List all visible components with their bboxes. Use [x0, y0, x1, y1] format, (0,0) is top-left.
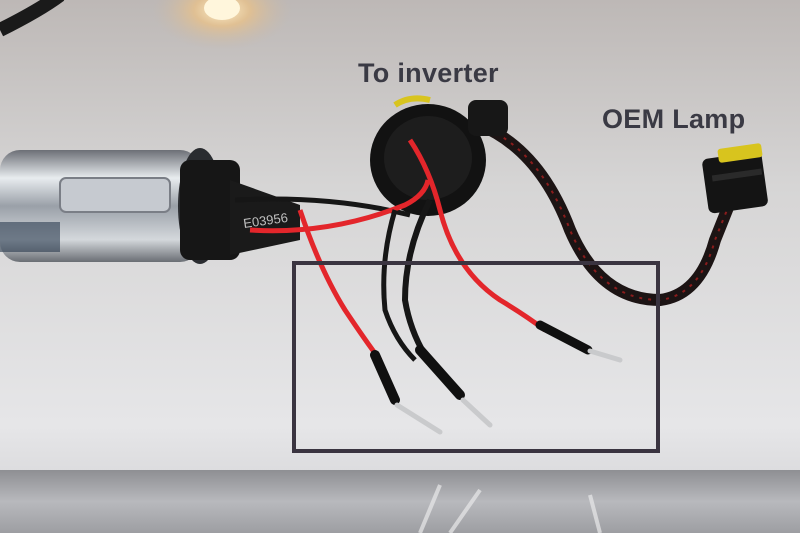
highlight-box	[292, 261, 660, 453]
bulb-marking: E03956	[242, 210, 288, 231]
to-inverter-label: To inverter	[358, 58, 499, 88]
oem-lamp-label: OEM Lamp	[602, 104, 746, 134]
